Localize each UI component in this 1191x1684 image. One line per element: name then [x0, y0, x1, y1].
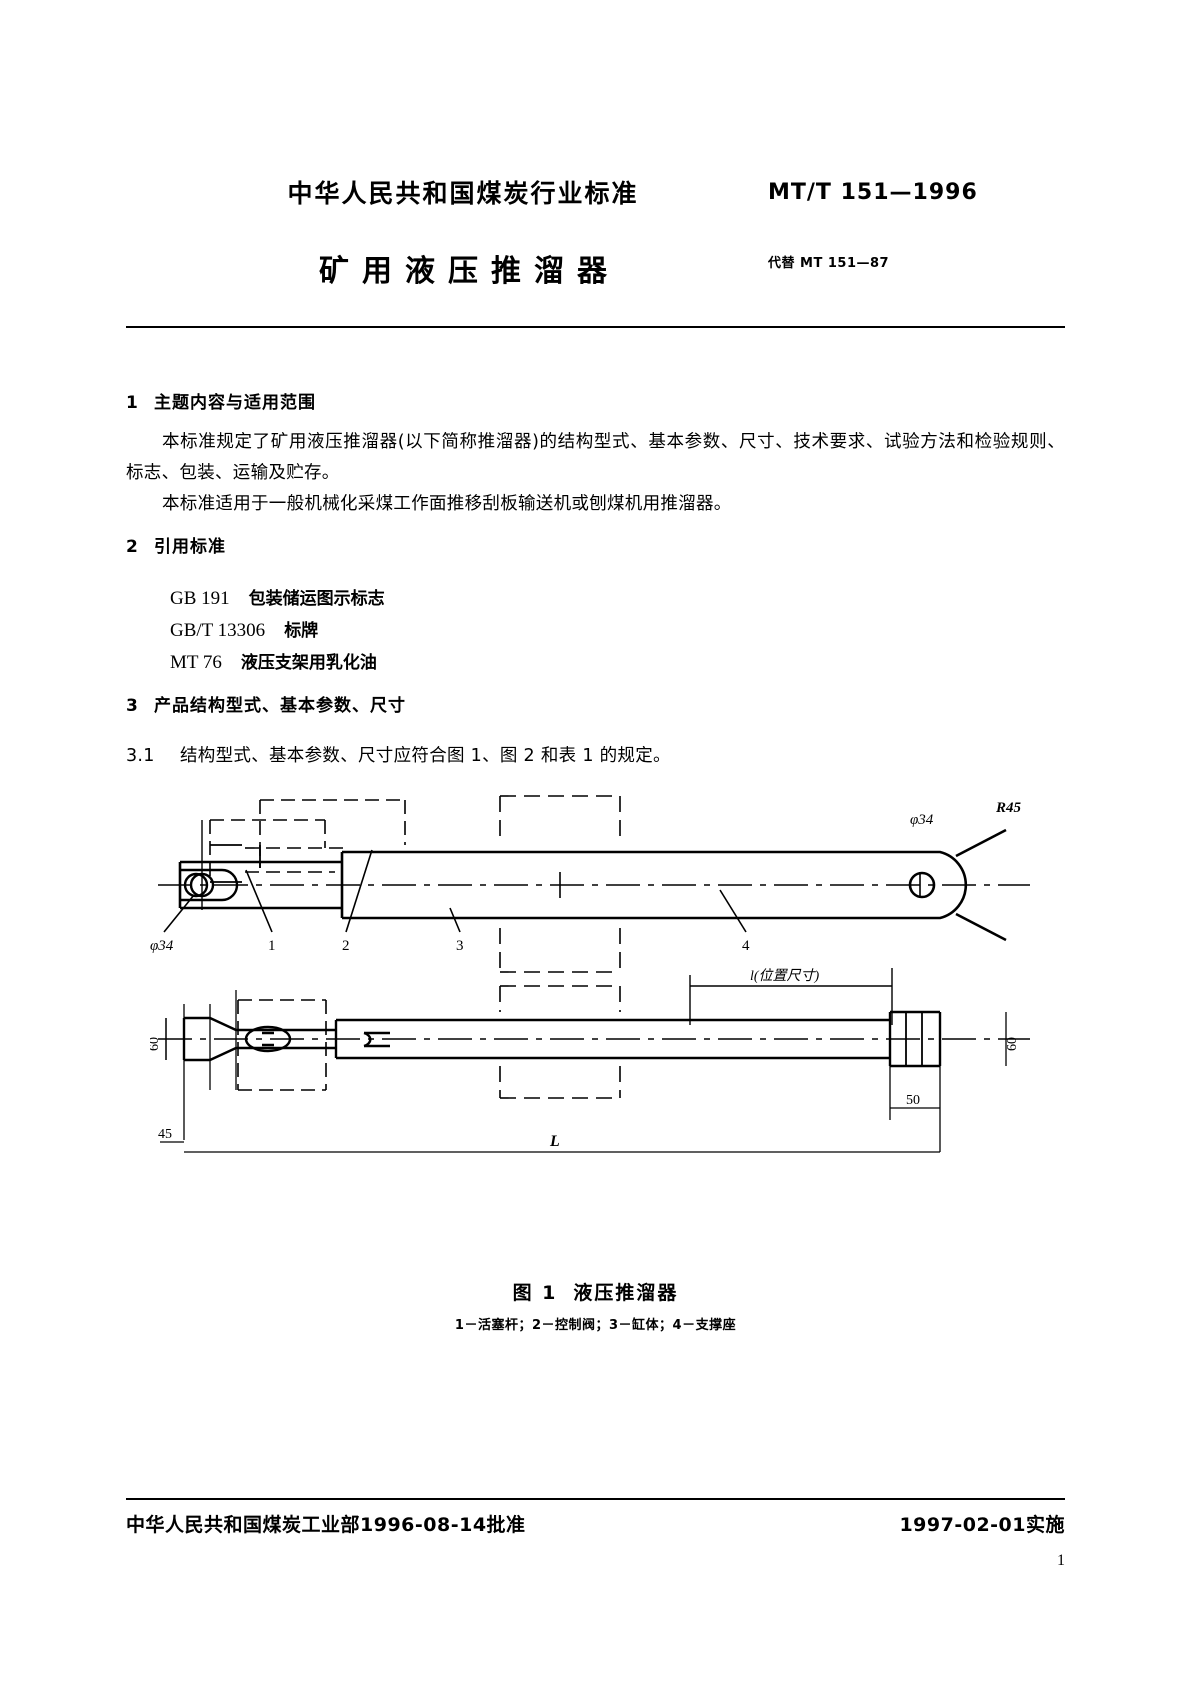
document-body: 1 主题内容与适用范围 本标准规定了矿用液压推溜器(以下简称推溜器)的结构型式、基…: [126, 388, 1065, 767]
dim-length-L-label: L: [549, 1133, 560, 1150]
valve-hidden-outline: [209, 799, 406, 882]
hydraulic-pusher-drawing: φ34 1 2 3 4 φ34 R45: [150, 795, 1030, 1153]
callout-leaders: [163, 849, 747, 933]
section-1-heading: 1 主题内容与适用范围: [126, 388, 1065, 413]
section-3-title: 产品结构型式、基本参数、尺寸: [154, 696, 406, 716]
figure-1-drawing: φ34 1 2 3 4 φ34 R45: [150, 790, 1050, 1220]
section-1-paragraph-2: 本标准适用于一般机械化采煤工作面推移刮板输送机或刨煤机用推溜器。: [162, 494, 732, 514]
figure-1-caption: 图 1 液压推溜器: [0, 1278, 1191, 1305]
lower-view-outline: [182, 1010, 942, 1068]
reference-title: 标牌: [284, 621, 319, 641]
section-1-number: 1: [126, 393, 139, 413]
callout-3: 3: [456, 938, 464, 954]
dim-bore-left-label: φ34: [150, 938, 174, 954]
dim-height-left-label: 60: [150, 1037, 162, 1051]
reference-code: GB/T 13306: [170, 620, 266, 641]
reference-item: MT 76 液压支架用乳化油: [170, 647, 1065, 679]
callout-4: 4: [742, 938, 750, 954]
figure-label: 图 1: [512, 1282, 558, 1304]
section-2-number: 2: [126, 537, 139, 557]
upper-view-labels: φ34 1 2 3 4 φ34 R45: [150, 800, 1022, 954]
dim-position-l-label: l(位置尺寸): [750, 968, 820, 984]
reference-title: 液压支架用乳化油: [240, 653, 377, 673]
clause-3-1-number: 3.1: [126, 746, 155, 766]
issuing-organization: 中华人民共和国煤炭行业标准: [287, 179, 639, 208]
standard-code: MT/T 151—1996: [768, 180, 978, 205]
section-marker-lower: [499, 985, 621, 1099]
spacer: [126, 571, 1065, 583]
callout-2: 2: [342, 938, 350, 954]
document-footer: 中华人民共和国煤炭工业部1996-08-14批准 1997-02-01实施: [126, 1510, 1065, 1550]
section-2-title: 引用标准: [154, 537, 226, 557]
dim-height-right-label: 60: [1005, 1037, 1020, 1051]
dim-position-l: [689, 968, 893, 1025]
dim-offset-45-label: 45: [158, 1127, 172, 1142]
implementation-date: 1997-02-01实施: [899, 1514, 1065, 1536]
dim-width-50-label: 50: [906, 1093, 920, 1108]
reference-item: GB/T 13306 标牌: [170, 615, 1065, 647]
lower-view-labels: 60 60 50 45 L l(位置尺寸): [150, 968, 1020, 1150]
section-3-heading: 3 产品结构型式、基本参数、尺寸: [126, 691, 1065, 716]
reference-item: GB 191 包装储运图示标志: [170, 583, 1065, 615]
reference-code: GB 191: [170, 588, 230, 609]
section-marker-upper: [499, 795, 621, 973]
document-header: 中华人民共和国煤炭行业标准 矿用液压推溜器 MT/T 151—1996 代替 M…: [0, 160, 1191, 310]
centerline-cross: [559, 872, 921, 898]
figure-1-legend: 1－活塞杆；2－控制阀；3－缸体；4－支撑座: [454, 1318, 737, 1333]
replaces-note: 代替 MT 151—87: [768, 256, 890, 271]
reference-title: 包装储运图示标志: [248, 589, 385, 609]
reference-code: MT 76: [170, 652, 222, 673]
valve-hidden-outline-lower: [237, 999, 327, 1091]
callout-1: 1: [268, 938, 276, 954]
dim-bore-right-label: φ34: [910, 812, 934, 828]
approval-statement: 中华人民共和国煤炭工业部1996-08-14批准: [126, 1514, 526, 1536]
clause-3-1-text: 结构型式、基本参数、尺寸应符合图 1、图 2 和表 1 的规定。: [180, 746, 671, 766]
footer-divider: [126, 1498, 1065, 1500]
spacer: [126, 730, 1065, 742]
section-2-heading: 2 引用标准: [126, 532, 1065, 557]
section-1-title: 主题内容与适用范围: [154, 393, 316, 413]
document-title: 矿用液压推溜器: [319, 254, 620, 289]
figure-title: 液压推溜器: [573, 1282, 679, 1304]
section-3-number: 3: [126, 696, 139, 716]
spacer: [126, 520, 1065, 532]
spacer: [126, 679, 1065, 691]
extension-lines: [160, 990, 1007, 1153]
page-number: 1: [1057, 1552, 1065, 1569]
section-1-paragraph-1: 本标准规定了矿用液压推溜器(以下简称推溜器)的结构型式、基本参数、尺寸、技术要求…: [126, 432, 1065, 483]
dim-radius-label: R45: [995, 800, 1022, 816]
clause-3-1: 3.1 结构型式、基本参数、尺寸应符合图 1、图 2 和表 1 的规定。: [126, 742, 1065, 767]
header-divider: [126, 326, 1065, 328]
